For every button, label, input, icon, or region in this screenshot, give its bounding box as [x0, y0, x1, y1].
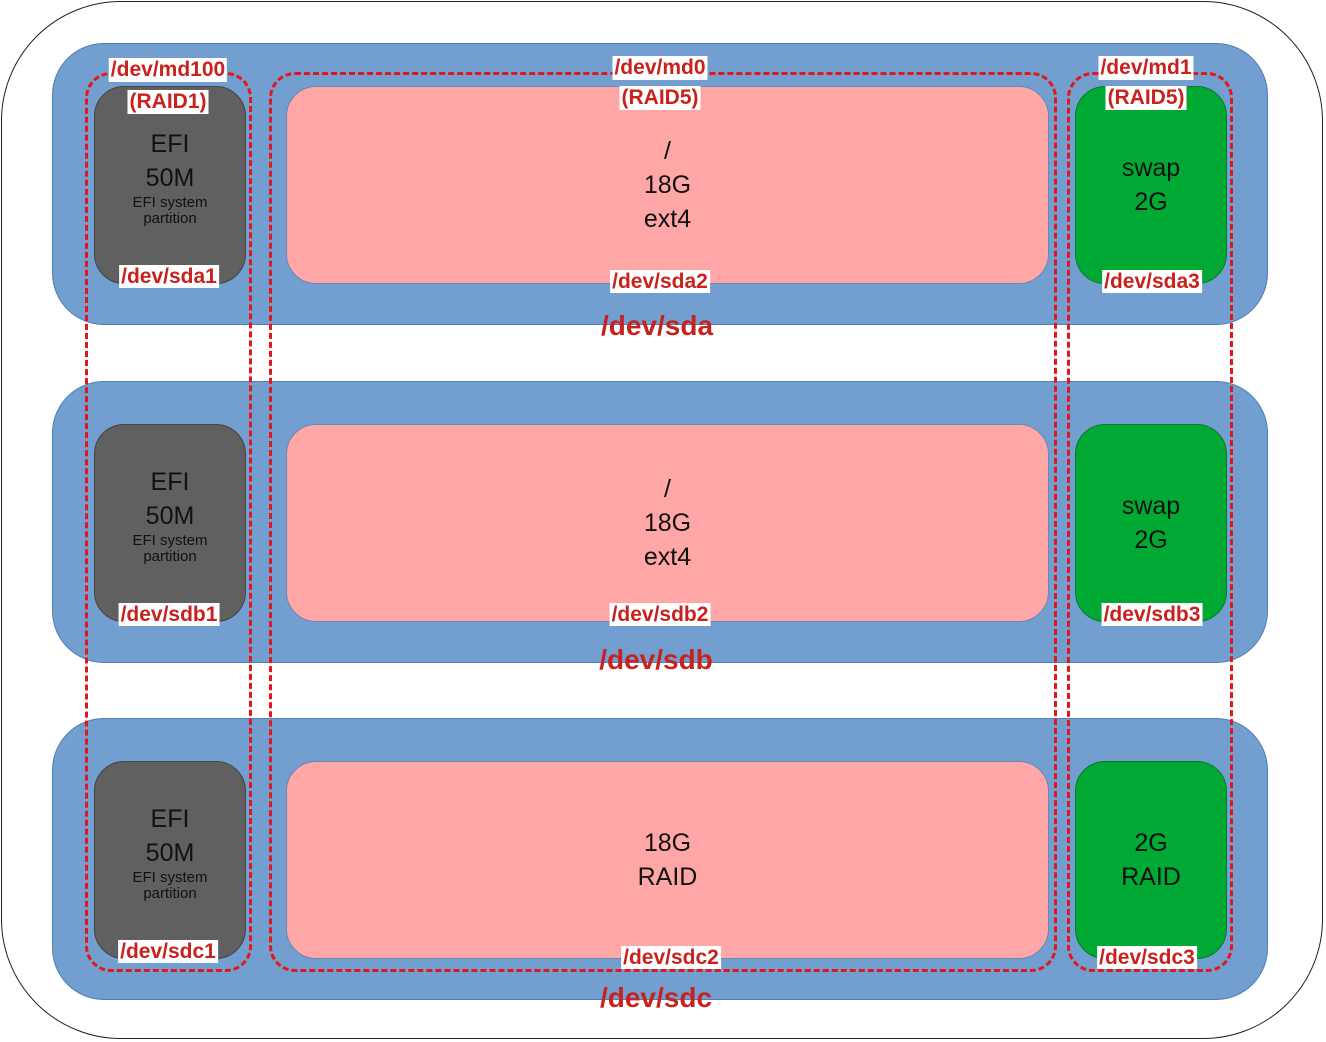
disk-label-sda: /dev/sda: [600, 310, 714, 341]
partition-sdc3-raid: 2G RAID: [1075, 761, 1227, 959]
partition-desc: EFI system: [132, 532, 208, 549]
dev-label-sdb2: /dev/sdb2: [609, 603, 711, 626]
raid-md1-name: /dev/md1: [1098, 56, 1194, 80]
partition-desc: partition: [143, 548, 197, 565]
dev-label-sda3: /dev/sda3: [1102, 270, 1202, 293]
partition-type: swap: [1121, 492, 1181, 520]
partition-sdb3-swap: swap 2G: [1075, 424, 1227, 622]
partition-size: 2G: [1134, 188, 1168, 216]
partition-desc: EFI system: [132, 869, 208, 886]
raid-md0-outline: [269, 72, 1057, 972]
dev-label-sdc3: /dev/sdc3: [1097, 946, 1197, 969]
disk-label-sdc: /dev/sdc: [599, 982, 713, 1013]
partition-fs: ext4: [643, 205, 692, 233]
dev-label-sda1: /dev/sda1: [119, 265, 219, 288]
dev-label-sda2: /dev/sda2: [610, 270, 710, 293]
partition-sdc1-efi: EFI 50M EFI system partition: [94, 761, 246, 959]
partition-mount: /: [664, 475, 671, 503]
dev-label-sdb1: /dev/sdb1: [118, 603, 220, 626]
partition-size: 50M: [145, 502, 195, 530]
disk-label-sdb: /dev/sdb: [599, 644, 713, 675]
raid-md100-name: /dev/md100: [108, 58, 228, 82]
partition-type: EFI: [150, 468, 190, 496]
partition-mount: /: [664, 137, 671, 165]
partition-type: EFI: [150, 130, 190, 158]
partition-desc: partition: [143, 885, 197, 902]
partition-size: 2G: [1134, 829, 1168, 857]
partition-size: 50M: [145, 839, 195, 867]
partition-size: 18G: [643, 829, 692, 857]
dev-label-sdb3: /dev/sdb3: [1101, 603, 1203, 626]
partition-sdb2-root: / 18G ext4: [286, 424, 1049, 622]
raid-md0-level: (RAID5): [619, 86, 701, 110]
partition-sdc2-raid: 18G RAID: [286, 761, 1049, 959]
partition-size: 18G: [643, 509, 692, 537]
partition-desc: EFI system: [132, 194, 208, 211]
partition-type: swap: [1121, 154, 1181, 182]
partition-sdb1-efi: EFI 50M EFI system partition: [94, 424, 246, 622]
raid-md0-name: /dev/md0: [612, 56, 708, 80]
partition-size: 18G: [643, 171, 692, 199]
raid-md100-outline: [85, 72, 252, 972]
partition-type: EFI: [150, 805, 190, 833]
partition-desc: partition: [143, 210, 197, 227]
partition-size: 2G: [1134, 526, 1168, 554]
partition-type: RAID: [1121, 863, 1181, 891]
partition-size: 50M: [145, 164, 195, 192]
raid-md1-level: (RAID5): [1105, 86, 1187, 110]
partition-type: RAID: [637, 863, 698, 891]
partition-sda3-swap: swap 2G: [1075, 86, 1227, 284]
partition-fs: ext4: [643, 543, 692, 571]
raid-md1-outline: [1067, 72, 1233, 972]
dev-label-sdc1: /dev/sdc1: [118, 940, 218, 963]
raid-md100-level: (RAID1): [127, 90, 209, 114]
dev-label-sdc2: /dev/sdc2: [621, 946, 721, 969]
